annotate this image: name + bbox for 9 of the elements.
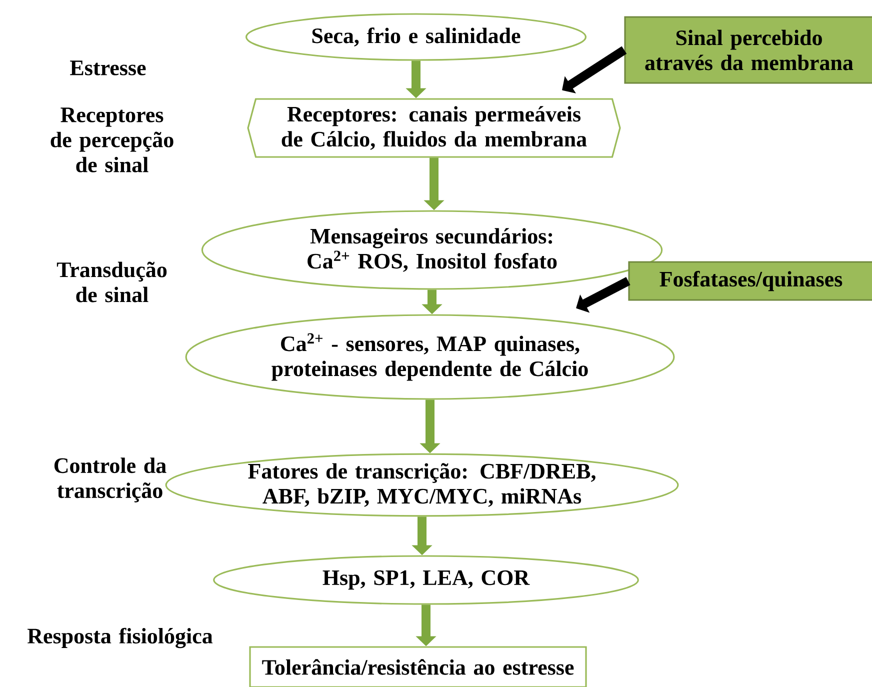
note-box: Fosfatases/quinases xyxy=(628,261,872,301)
stage-label: Transdução de sinal xyxy=(56,262,167,302)
result-box: Tolerância/resistência ao estresse xyxy=(249,646,587,687)
stage-label: Receptores de percepção de sinal xyxy=(50,108,174,172)
stage-label: Controle da transcrição xyxy=(54,458,166,502)
stage-label: Resposta fisiológica xyxy=(28,628,213,648)
note-box: Sinal percebido através da membrana xyxy=(624,16,872,84)
arrow xyxy=(562,46,627,94)
stage-label: Estresse xyxy=(70,60,146,76)
